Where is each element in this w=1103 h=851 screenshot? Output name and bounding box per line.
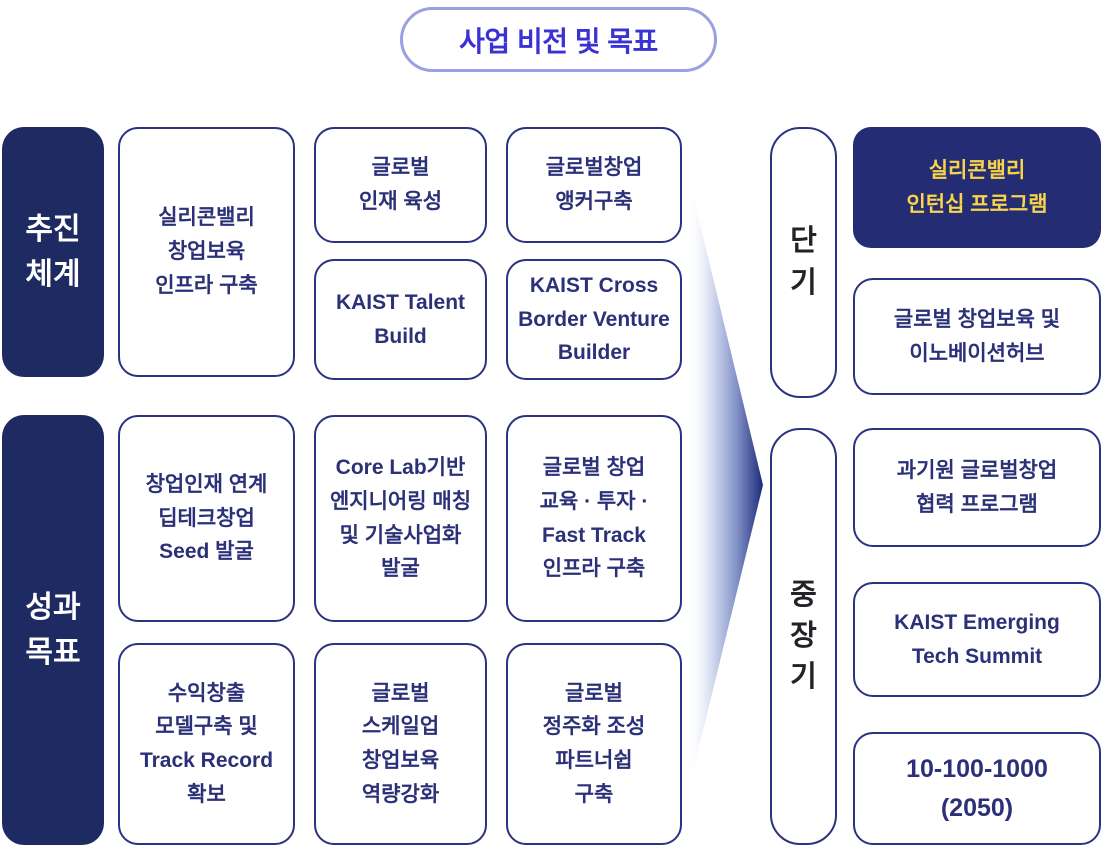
box-text-line: (2050)	[940, 793, 1014, 822]
box-text-line: 구축	[574, 782, 614, 806]
box-text-line: 앵커구축	[555, 190, 633, 213]
box-text-line: 창업인재 연계	[145, 472, 268, 496]
timeline-label-char: 기	[790, 266, 817, 299]
box-text-line: 인재 육성	[358, 190, 443, 213]
box-text-line: Builder	[557, 341, 631, 365]
box-silicon-valley-infra: 실리콘밸리 창업보육 인프라 구축	[118, 127, 295, 377]
box-silicon-valley-internship: 실리콘밸리 인턴십 프로그램	[853, 127, 1101, 248]
diagram-title: 사업 비전 및 목표	[400, 7, 717, 72]
box-text-line: Build	[374, 324, 427, 348]
timeline-label-char: 기	[790, 661, 817, 694]
box-text-line: Track Record	[139, 749, 274, 772]
row-label-performance-goals: 성과 목표	[2, 415, 104, 845]
box-text-line: 확보	[187, 782, 226, 806]
box-text-line: 인턴십 프로그램	[906, 192, 1048, 216]
box-innovation-hub: 글로벌 창업보육 및 이노베이션허브	[853, 278, 1101, 395]
box-text-line: 창업보육	[167, 240, 246, 264]
box-text-line: Seed 발굴	[159, 540, 254, 564]
box-text-line: 파트너쉽	[555, 749, 633, 772]
row-label-promotion-system: 추진 체계	[2, 127, 104, 377]
box-global-scaleup: 글로벌 스케일업 창업보육 역량강화	[314, 643, 487, 845]
timeline-label-char: 장	[790, 619, 817, 652]
box-text-line: 엔지니어링 매칭	[329, 489, 472, 513]
row-label-line: 성과	[25, 591, 81, 624]
box-text-line: 수익창출	[167, 681, 246, 705]
row-label-line: 목표	[25, 636, 81, 669]
box-text-line: 글로벌 창업	[542, 456, 646, 480]
box-text-line: 딥테크창업	[158, 506, 255, 530]
timeline-label-mid-long-term: 중 장 기	[770, 428, 837, 845]
box-text-line: 및 기술사업화	[339, 523, 462, 547]
box-text-line: 협력 프로그램	[916, 492, 1038, 516]
row-label-line: 체계	[25, 258, 81, 291]
box-text-line: Core Lab기반	[335, 456, 466, 480]
box-text-line: 10-100-1000	[906, 754, 1048, 783]
box-text-line: 글로벌 창업보육 및	[893, 307, 1061, 331]
box-global-settlement: 글로벌 정주화 조성 파트너쉽 구축	[506, 643, 682, 845]
box-global-talent: 글로벌 인재 육성	[314, 127, 487, 243]
box-text-line: 글로벌	[371, 156, 430, 180]
box-text-line: 글로벌창업	[545, 156, 643, 180]
box-text-line: 글로벌	[565, 681, 623, 705]
box-kaist-talent-build: KAIST Talent Build	[314, 259, 487, 380]
box-text-line: 인프라 구축	[155, 273, 258, 297]
box-text-line: 역량강화	[361, 782, 440, 806]
box-text-line: Fast Track	[542, 523, 646, 547]
box-text-line: 이노베이션허브	[909, 341, 1045, 365]
box-track-record: 수익창출 모델구축 및 Track Record 확보	[118, 643, 295, 845]
box-text-line: 과기원 글로벌창업	[896, 458, 1058, 482]
box-text-line: KAIST Cross	[529, 273, 659, 297]
box-text-line: 정주화 조성	[542, 715, 646, 739]
box-text-line: 스케일업	[361, 715, 440, 739]
box-global-startup-anchor: 글로벌창업 앵커구축	[506, 127, 682, 243]
box-gov-cooperation-program: 과기원 글로벌창업 협력 프로그램	[853, 428, 1101, 547]
timeline-label-short-term: 단 기	[770, 127, 837, 398]
box-text-line: 글로벌	[371, 681, 430, 705]
box-kaist-cross-border: KAIST Cross Border Venture Builder	[506, 259, 682, 380]
box-text-line: KAIST Talent	[335, 290, 466, 314]
timeline-label-char: 단	[790, 225, 817, 258]
box-text-line: 교육 · 투자 ·	[539, 489, 649, 513]
box-text-line: 발굴	[381, 557, 420, 581]
box-text-line: KAIST Emerging	[894, 610, 1060, 634]
box-core-lab-matching: Core Lab기반 엔지니어링 매칭 및 기술사업화 발굴	[314, 415, 487, 622]
row-label-line: 추진	[25, 213, 81, 246]
box-seed-discovery: 창업인재 연계 딥테크창업 Seed 발굴	[118, 415, 295, 622]
box-text-line: Border Venture	[518, 307, 670, 331]
flow-arrow-icon	[686, 166, 763, 800]
box-milestone-10-100-1000: 10-100-1000 (2050)	[853, 732, 1101, 845]
box-text-line: 실리콘밸리	[158, 206, 255, 230]
timeline-label-char: 중	[790, 578, 817, 611]
box-text-line: 창업보육	[361, 749, 440, 772]
box-text-line: Tech Summit	[911, 644, 1043, 668]
box-text-line: 모델구축 및	[155, 715, 258, 739]
box-fast-track-infra: 글로벌 창업 교육 · 투자 · Fast Track 인프라 구축	[506, 415, 682, 622]
box-emerging-tech-summit: KAIST Emerging Tech Summit	[853, 582, 1101, 697]
box-text-line: 실리콘밸리	[928, 158, 1026, 182]
box-text-line: 인프라 구축	[542, 557, 646, 581]
